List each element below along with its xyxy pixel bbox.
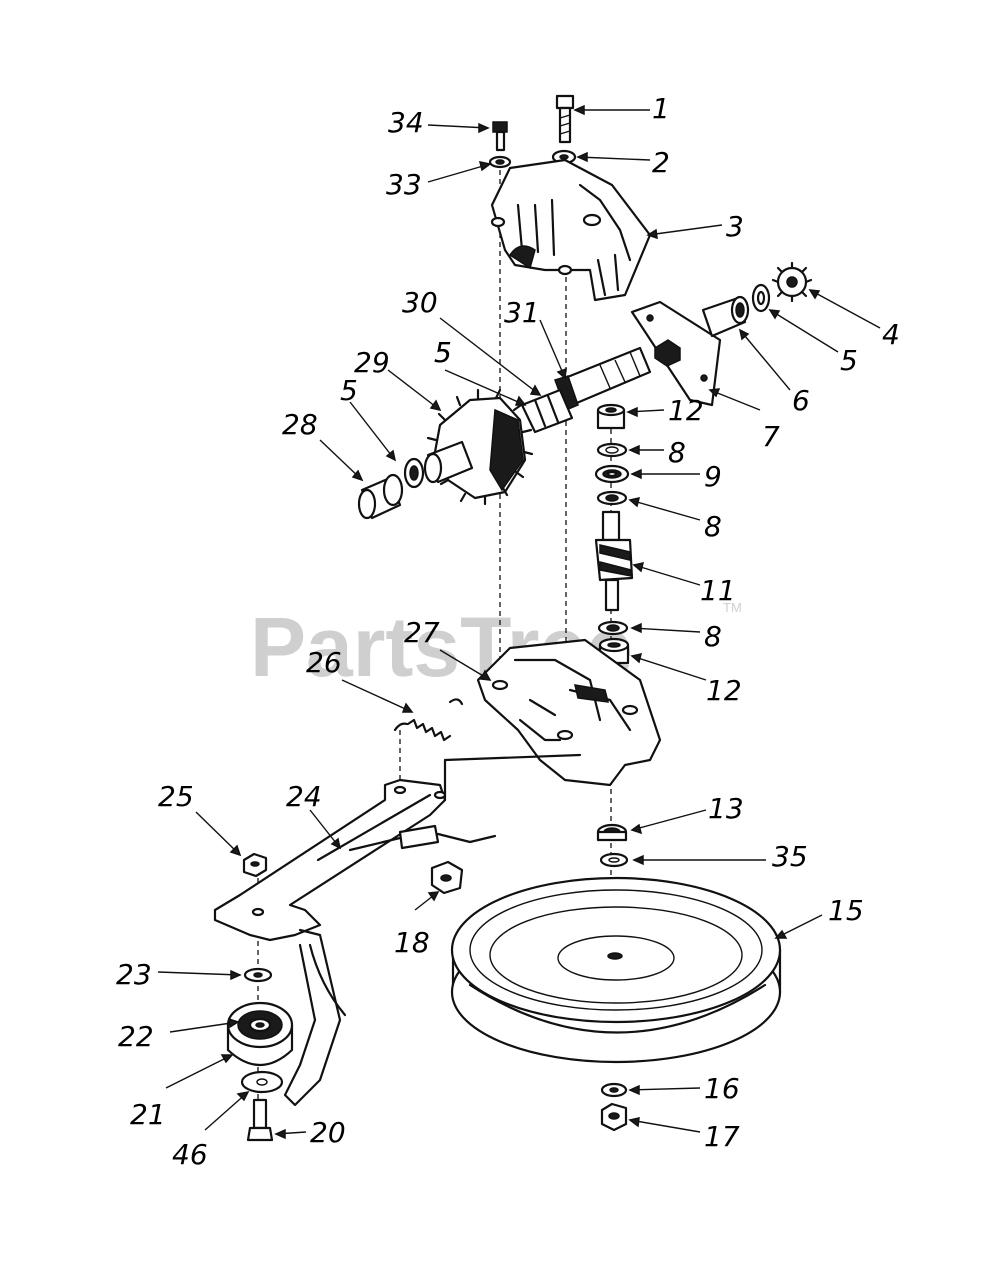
callout-29: 29 (354, 346, 390, 379)
callout-11: 11 (700, 574, 736, 607)
callout-3: 3 (726, 210, 744, 243)
part-bushing-28 (357, 473, 404, 520)
part-bevel-gear-29 (423, 388, 534, 506)
part-collar-30 (520, 388, 574, 434)
callout-1: 1 (652, 92, 670, 125)
part-spring-26 (393, 698, 464, 742)
part-bolt-1 (555, 94, 575, 144)
callout-17: 17 (704, 1120, 740, 1153)
callout-5-shaft: 5 (434, 336, 452, 369)
callout-23: 23 (116, 958, 152, 991)
callout-18: 18 (394, 926, 430, 959)
callout-6: 6 (792, 384, 810, 417)
callout-12-top: 12 (668, 394, 704, 427)
callout-8-a: 8 (668, 436, 686, 469)
part-nut-17 (600, 1102, 628, 1132)
callout-13: 13 (708, 792, 744, 825)
callout-20: 20 (310, 1116, 346, 1149)
part-sprocket-4 (771, 261, 813, 303)
part-worm-shaft-11 (594, 510, 634, 612)
part-washer-5-left (403, 457, 425, 489)
part-lever-24 (213, 753, 582, 1107)
part-washer-8-a (596, 442, 628, 458)
callout-5-left: 5 (340, 374, 358, 407)
callout-28: 28 (282, 408, 318, 441)
part-plate-7 (630, 300, 722, 407)
part-bearing-12-top (596, 403, 626, 430)
part-bearing-9 (594, 464, 630, 484)
callout-2: 2 (652, 146, 670, 179)
part-nut-25 (242, 852, 268, 878)
callout-24: 24 (286, 780, 322, 813)
callout-33: 33 (386, 168, 422, 201)
part-washer-8-c (597, 620, 629, 636)
part-screw-34 (492, 121, 508, 152)
svg-text:TM: TM (723, 600, 742, 615)
callout-27: 27 (404, 616, 440, 649)
callout-8-b: 8 (704, 510, 722, 543)
callout-labels: 1 2 3 4 5 6 7 5 31 30 5 29 5 28 12 8 9 8… (116, 92, 900, 1171)
callout-34: 34 (388, 106, 424, 139)
leader-lines (157, 104, 881, 1140)
callout-8-c: 8 (704, 620, 722, 653)
callout-15: 15 (828, 894, 864, 927)
callout-26: 26 (306, 646, 342, 679)
callout-35: 35 (772, 840, 808, 873)
part-washer-8-b (596, 490, 628, 506)
part-nut-18 (430, 860, 464, 895)
callout-5-right: 5 (840, 344, 858, 377)
callout-21: 21 (130, 1098, 166, 1131)
part-idler-pulley-21 (226, 1001, 294, 1066)
callout-5-gear: 5 (434, 336, 452, 369)
callout-25: 25 (158, 780, 194, 813)
part-washer-23 (243, 967, 273, 983)
callout-12-bottom: 12 (706, 674, 742, 707)
part-upper-housing-3 (490, 158, 652, 302)
part-washer-46 (240, 1070, 284, 1094)
part-output-shaft-31 (554, 346, 652, 411)
part-bolt-20 (246, 1098, 274, 1142)
part-cable (308, 824, 497, 1017)
part-bearing-13 (596, 823, 628, 842)
part-bushing-6 (701, 295, 750, 338)
callout-7: 7 (762, 420, 780, 453)
part-washer-33 (488, 155, 512, 169)
callout-22: 22 (118, 1020, 154, 1053)
part-washer-16 (600, 1082, 628, 1098)
callout-31: 31 (504, 296, 540, 329)
callout-30: 30 (402, 286, 438, 319)
callout-46: 46 (172, 1138, 208, 1171)
part-washer-35 (599, 852, 629, 868)
callout-4: 4 (882, 318, 900, 351)
part-drive-pulley-15 (450, 876, 782, 1064)
part-washer-5-right (751, 283, 771, 313)
part-lower-housing-27 (476, 638, 662, 787)
callout-9: 9 (704, 460, 722, 493)
callout-16: 16 (704, 1072, 740, 1105)
